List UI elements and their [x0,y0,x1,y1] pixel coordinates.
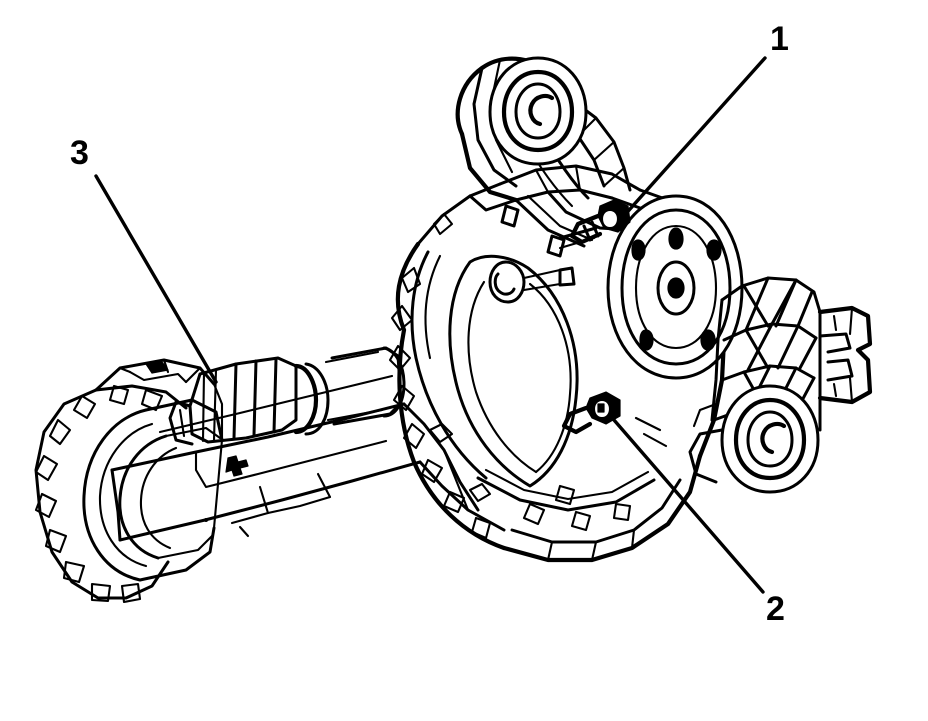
lower-mounting-bolt [561,391,621,435]
callout-label-2: 2 [766,590,785,628]
differential-cover-flange [34,358,224,604]
callout-label-3: 3 [70,134,89,172]
callout-label-1: 1 [770,20,789,58]
leader-line-3 [94,174,218,384]
leader-line-2 [612,418,765,594]
torque-converter-cover-plate [606,194,744,380]
case-extension-boss [817,305,873,405]
upper-mount-bushing [488,56,588,166]
case-detail-studs [432,204,668,506]
rear-mount-bushing [688,384,820,494]
axle-tube [110,374,422,542]
leader-line-1 [620,56,767,220]
